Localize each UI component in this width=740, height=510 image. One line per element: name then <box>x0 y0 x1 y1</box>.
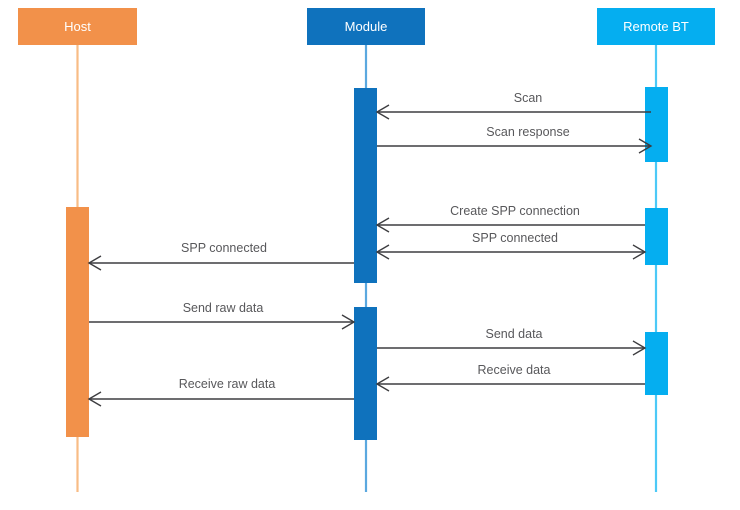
actor-label-module: Module <box>345 19 388 34</box>
message-label-send-data: Send data <box>486 327 543 341</box>
actor-label-host: Host <box>64 19 91 34</box>
arrowhead-scan <box>375 104 390 120</box>
arrowhead-create-spp-connection <box>375 217 390 233</box>
actor-box-module[interactable] <box>307 8 425 45</box>
actor-box-host[interactable] <box>18 8 137 45</box>
message-label-scan-response: Scan response <box>486 125 569 139</box>
actor-box-remote-bt[interactable] <box>597 8 715 45</box>
arrowhead-scan-response <box>638 138 653 154</box>
message-label-spp-connected-host: SPP connected <box>181 241 267 255</box>
actor-headers: Host Module Remote BT <box>18 8 715 45</box>
message-label-scan: Scan <box>514 91 543 105</box>
message-label-create-spp-connection: Create SPP connection <box>450 204 580 218</box>
message-receive-data[interactable]: Receive data <box>375 363 645 392</box>
message-label-spp-connected-bt: SPP connected <box>472 231 558 245</box>
arrowhead-send-raw-data <box>341 314 356 330</box>
arrowhead-spp-connected-host <box>87 255 102 271</box>
activation-bar-module-2 <box>354 307 377 440</box>
actor-header-host[interactable]: Host <box>18 8 137 45</box>
activation-bar-remote-bt-2 <box>645 208 668 265</box>
message-receive-raw-data[interactable]: Receive raw data <box>87 377 354 407</box>
message-spp-connected-host[interactable]: SPP connected <box>87 241 354 271</box>
messages: Scan Scan response Create SPP connection… <box>87 91 653 407</box>
message-send-raw-data[interactable]: Send raw data <box>89 301 356 330</box>
message-label-receive-data: Receive data <box>478 363 551 377</box>
actor-header-remote-bt[interactable]: Remote BT <box>597 8 715 45</box>
message-label-receive-raw-data: Receive raw data <box>179 377 276 391</box>
arrowhead-receive-data <box>375 376 390 392</box>
arrowhead-spp-connected-bt-right <box>632 244 647 260</box>
arrowhead-send-data <box>632 340 647 356</box>
activation-bar-host-1 <box>66 207 89 437</box>
arrowhead-spp-connected-bt-left <box>375 244 390 260</box>
actor-label-remote-bt: Remote BT <box>623 19 689 34</box>
message-spp-connected-bt[interactable]: SPP connected <box>375 231 647 260</box>
message-label-send-raw-data: Send raw data <box>183 301 264 315</box>
activation-bar-remote-bt-3 <box>645 332 668 395</box>
message-send-data[interactable]: Send data <box>377 327 647 356</box>
arrowhead-receive-raw-data <box>87 391 102 407</box>
activation-bar-module-1 <box>354 88 377 283</box>
message-create-spp-connection[interactable]: Create SPP connection <box>375 204 645 233</box>
message-scan[interactable]: Scan <box>375 91 651 120</box>
actor-header-module[interactable]: Module <box>307 8 425 45</box>
message-scan-response[interactable]: Scan response <box>377 125 653 154</box>
activation-bars <box>66 87 668 440</box>
activation-bar-remote-bt-1 <box>645 87 668 162</box>
